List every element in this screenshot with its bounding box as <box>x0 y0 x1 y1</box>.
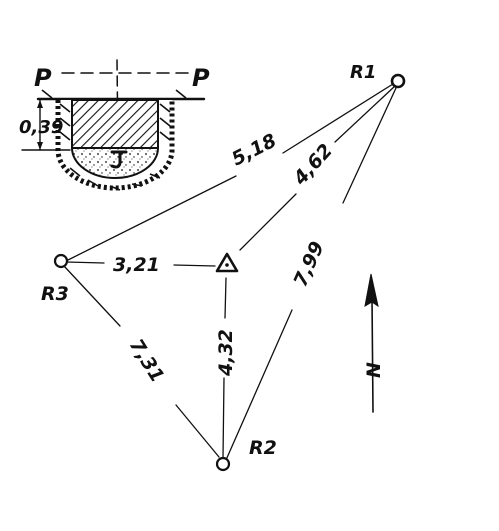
station-point <box>215 252 239 273</box>
trench-fill-hatched <box>71 99 159 149</box>
point-r2-marker <box>215 456 231 472</box>
point-r1-marker <box>390 73 406 89</box>
distance-label-r3-r1: 5,18 <box>228 130 280 171</box>
line-r3-station <box>65 261 105 264</box>
cross-section: P P <box>19 59 210 191</box>
line-r2-r1-part-2 <box>342 87 397 204</box>
north-arrow-shaft <box>371 297 374 413</box>
north-arrow: N <box>363 273 385 413</box>
line-r3-r1-part-2 <box>282 83 394 154</box>
point-r3: R3 <box>41 253 69 305</box>
north-label: N <box>363 362 385 378</box>
distance-label-r3-r2: 7,31 <box>125 335 169 386</box>
line-r3-r1 <box>67 175 237 261</box>
point-r1-label: R1 <box>350 62 376 83</box>
section-label-left: P <box>34 64 52 92</box>
distance-label-station-r2: 4,32 <box>215 329 237 377</box>
distance-label-station-r1: 4,62 <box>289 140 337 190</box>
pipe-symbol-icon <box>110 150 128 169</box>
line-r3-station-part-2 <box>173 264 216 267</box>
depth-label: 0,39 <box>19 117 63 138</box>
section-label-right: P <box>192 64 210 92</box>
soil-ticks <box>41 89 187 191</box>
line-r3-r2 <box>63 265 121 327</box>
line-station-r1-part-2 <box>334 85 396 143</box>
trench-cross-section-icon <box>41 89 187 191</box>
north-arrow-icon <box>364 273 379 308</box>
trench-bedding-dotted <box>70 147 160 179</box>
distance-label-r2-r1: 7,99 <box>289 238 328 290</box>
depth-arrow-top-icon <box>37 100 43 108</box>
point-r2-label: R2 <box>249 437 277 459</box>
station-dot-icon <box>225 263 229 267</box>
point-r3-label: R3 <box>41 283 69 305</box>
point-r1: R1 <box>350 62 406 89</box>
depth-arrow-bottom-icon <box>37 142 43 150</box>
line-station-r2-part-2 <box>222 377 225 459</box>
measurement-lines <box>63 83 397 461</box>
line-r3-r2-part-2 <box>175 404 220 458</box>
line-r2-r1 <box>225 309 293 461</box>
point-r2: R2 <box>215 437 277 472</box>
point-r3-marker <box>53 253 69 269</box>
distance-label-r3-station: 3,21 <box>113 254 160 276</box>
line-station-r2 <box>224 277 227 319</box>
station-triangle-icon <box>215 252 239 273</box>
line-station-r1 <box>239 193 297 251</box>
